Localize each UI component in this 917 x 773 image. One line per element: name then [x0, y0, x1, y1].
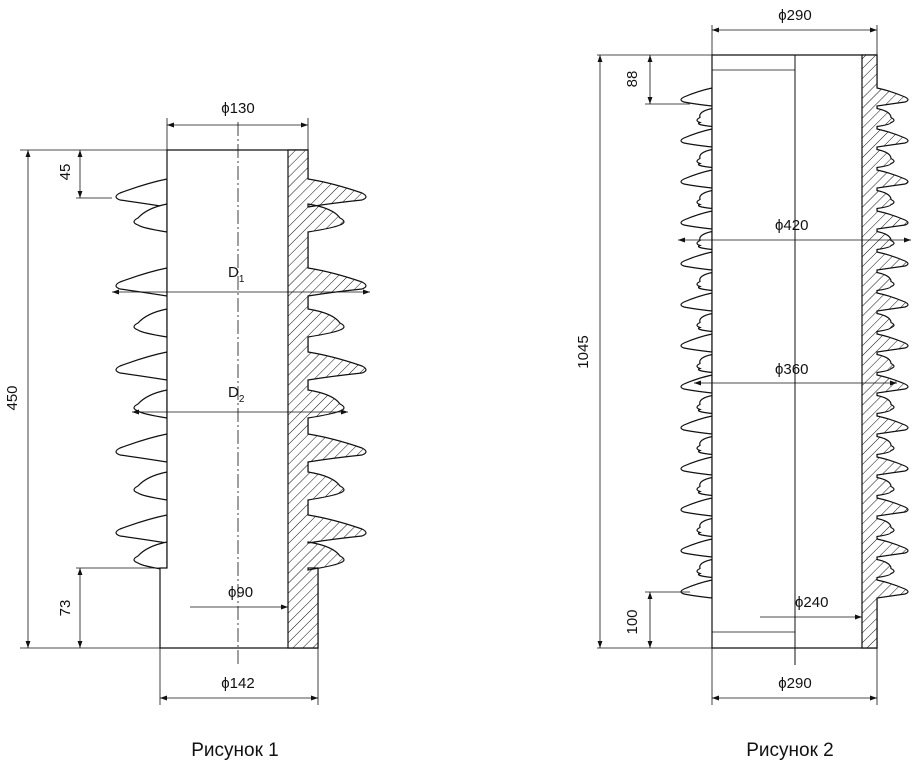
fig2-shed-left: [680, 456, 713, 476]
fig1-shed-left: [115, 178, 168, 208]
fig2-shed-left: [680, 128, 713, 148]
fig2-shed-left: [696, 271, 713, 292]
fig2-shed-left: [680, 497, 713, 517]
fig2-shed-left: [696, 189, 713, 210]
fig2-shed-left: [680, 374, 713, 394]
fig1-height-total-label: 450: [4, 385, 21, 410]
fig2-shed-left: [696, 312, 713, 333]
fig1-shed-left: [115, 351, 168, 381]
fig2-shed-left: [680, 169, 713, 189]
fig2-shed-left: [696, 107, 713, 128]
fig1-shed-left: [115, 433, 168, 463]
fig2-shed-small-label: ϕ360: [775, 361, 808, 378]
fig2-shed-big-label: ϕ420: [775, 217, 808, 234]
fig2-shed-left: [696, 394, 713, 415]
fig1-shed-left: [133, 203, 168, 233]
fig2-inner-diameter-label: ϕ240: [795, 594, 828, 611]
fig1-shed-left: [133, 541, 168, 571]
fig1-shed-left: [133, 308, 168, 338]
fig1-bottom-diameter-label: ϕ142: [221, 675, 254, 692]
fig1-inner-diameter-label: ϕ90: [228, 584, 253, 601]
fig2-shed-left: [696, 230, 713, 251]
fig1-shed-left: [133, 471, 168, 501]
figure-1-caption: Рисунок 1: [191, 740, 279, 761]
fig2-height-total-label: 1045: [575, 335, 592, 368]
figure-1-construction-lines: [20, 118, 370, 705]
fig2-bottom-height-label: 100: [624, 609, 641, 634]
fig1-top-offset-label: 45: [57, 164, 74, 181]
fig2-shed-left: [696, 148, 713, 169]
figure-2-hatched-section: [861, 54, 909, 649]
fig2-top-diameter-label: ϕ290: [778, 7, 811, 24]
fig2-shed-left: [680, 333, 713, 353]
figure-1-hatched-section: [287, 149, 367, 649]
fig2-shed-left: [680, 87, 713, 107]
fig1-d2-label: D2: [228, 384, 245, 405]
fig2-shed-left: [696, 435, 713, 456]
figure-2-caption: Рисунок 2: [746, 740, 834, 761]
fig2-shed-left: [680, 579, 713, 599]
fig2-shed-left: [680, 210, 713, 230]
figure-1-left-sheds: [115, 178, 168, 571]
figure-2-construction-lines: [597, 25, 911, 705]
fig2-bottom-diameter-label: ϕ290: [778, 675, 811, 692]
fig2-top-offset-label: 88: [624, 71, 641, 88]
figure-1-insulator: [20, 118, 370, 705]
fig2-shed-left: [680, 251, 713, 271]
figure-2-left-sheds: [680, 87, 713, 599]
fig2-shed-left: [696, 517, 713, 538]
fig2-shed-left: [696, 353, 713, 374]
figure-2-insulator: [597, 25, 911, 705]
fig1-d1-label: D1: [228, 264, 245, 285]
fig2-shed-left: [680, 538, 713, 558]
fig1-top-diameter-label: ϕ130: [221, 100, 254, 117]
fig2-shed-left: [696, 476, 713, 497]
fig2-shed-left: [680, 292, 713, 312]
fig1-shed-left: [133, 389, 168, 419]
fig1-bottom-height-label: 73: [57, 600, 74, 617]
fig1-shed-left: [115, 514, 168, 544]
fig2-shed-left: [680, 415, 713, 435]
fig2-shed-left: [696, 558, 713, 579]
